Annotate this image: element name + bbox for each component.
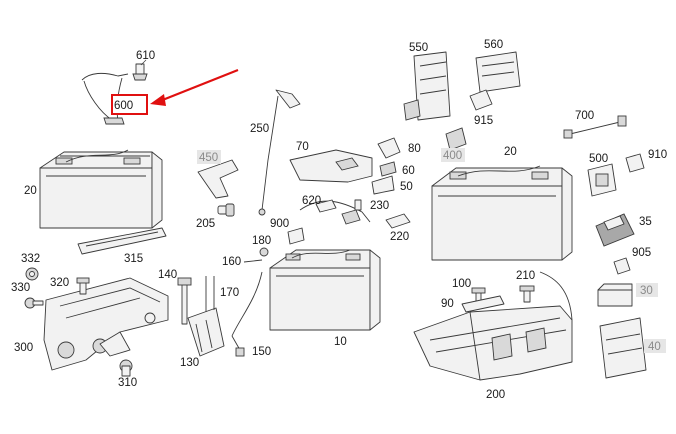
bolt-210[interactable] — [519, 285, 535, 303]
cover-70[interactable] — [289, 149, 373, 183]
plug-180[interactable] — [259, 247, 269, 257]
label-905[interactable]: 905 — [632, 247, 651, 259]
connector-400[interactable] — [445, 127, 467, 151]
label-30-bg — [636, 283, 658, 297]
label-150[interactable]: 150 — [252, 346, 271, 358]
label-560[interactable]: 560 — [484, 39, 503, 51]
label-700[interactable]: 700 — [575, 110, 594, 122]
label-130[interactable]: 130 — [180, 357, 199, 369]
label-332[interactable]: 332 — [21, 253, 40, 265]
fuse-905[interactable] — [613, 257, 631, 275]
insulation-35[interactable] — [595, 213, 635, 247]
label-205[interactable]: 205 — [196, 218, 215, 230]
strap-90[interactable] — [461, 295, 505, 313]
screw-320[interactable] — [76, 277, 90, 295]
label-20-left[interactable]: 20 — [24, 185, 37, 197]
bracket-450[interactable] — [197, 159, 239, 199]
control-unit-40[interactable] — [599, 317, 647, 379]
label-620[interactable]: 620 — [302, 195, 321, 207]
battery-10[interactable] — [269, 249, 381, 331]
module-550[interactable] — [403, 51, 451, 121]
harness-620[interactable] — [299, 199, 371, 225]
bracket-130[interactable] — [187, 276, 225, 357]
label-40-bg — [644, 339, 666, 353]
label-210[interactable]: 210 — [516, 270, 535, 282]
bushing-205[interactable] — [217, 203, 235, 217]
label-40[interactable]: 40 — [648, 341, 661, 353]
label-160[interactable]: 160 — [222, 256, 241, 268]
label-315[interactable]: 315 — [124, 253, 143, 265]
label-500[interactable]: 500 — [589, 153, 608, 165]
nut-332[interactable] — [25, 267, 39, 281]
tray-315[interactable] — [77, 227, 167, 255]
hose-160[interactable] — [243, 259, 263, 263]
label-10[interactable]: 10 — [334, 336, 347, 348]
label-140[interactable]: 140 — [158, 269, 177, 281]
clip-310[interactable] — [119, 359, 133, 377]
connector-900[interactable] — [287, 227, 305, 245]
label-600[interactable]: 600 — [114, 100, 133, 112]
label-320[interactable]: 320 — [50, 277, 69, 289]
aux-battery-30[interactable] — [597, 283, 633, 307]
label-550[interactable]: 550 — [409, 42, 428, 54]
clamp-60[interactable] — [379, 161, 397, 177]
label-20-right[interactable]: 20 — [504, 146, 517, 158]
hose-170[interactable] — [231, 271, 263, 351]
battery-20-left[interactable] — [39, 149, 163, 229]
label-610[interactable]: 610 — [136, 50, 155, 62]
label-450-bg — [197, 150, 221, 164]
label-220[interactable]: 220 — [390, 231, 409, 243]
label-400[interactable]: 400 — [443, 150, 462, 162]
label-30[interactable]: 30 — [640, 285, 653, 297]
label-330[interactable]: 330 — [11, 282, 30, 294]
cap-80[interactable] — [377, 137, 401, 159]
label-70[interactable]: 70 — [296, 141, 309, 153]
label-450[interactable]: 450 — [199, 152, 218, 164]
bracket-220[interactable] — [385, 213, 411, 229]
bolt-140[interactable] — [177, 277, 192, 325]
label-300[interactable]: 300 — [14, 342, 33, 354]
label-310[interactable]: 310 — [118, 377, 137, 389]
plug-910[interactable] — [625, 153, 645, 173]
ground-strap-250[interactable] — [258, 89, 301, 216]
label-35[interactable]: 35 — [639, 216, 652, 228]
battery-20-right[interactable] — [431, 165, 573, 261]
sensor-500[interactable] — [587, 163, 617, 197]
label-910[interactable]: 910 — [648, 149, 667, 161]
battery-holder-300[interactable] — [43, 277, 169, 371]
battery-carrier-200[interactable] — [413, 271, 573, 381]
label-100[interactable]: 100 — [452, 278, 471, 290]
part-labels: 600 610 20 315 332 320 330 300 310 450 2… — [11, 39, 667, 401]
label-900[interactable]: 900 — [270, 218, 289, 230]
label-80[interactable]: 80 — [408, 143, 421, 155]
label-200[interactable]: 200 — [486, 389, 505, 401]
highlight-box-600 — [111, 94, 148, 115]
highlight-callout — [111, 68, 239, 115]
cable-700[interactable] — [563, 115, 627, 139]
label-90[interactable]: 90 — [441, 298, 454, 310]
bolt-330[interactable] — [24, 297, 44, 309]
label-230[interactable]: 230 — [370, 200, 389, 212]
bolt-230[interactable] — [354, 199, 362, 211]
connector-915[interactable] — [469, 89, 493, 111]
label-50[interactable]: 50 — [400, 181, 413, 193]
label-180[interactable]: 180 — [252, 235, 271, 247]
bolt-610[interactable] — [132, 63, 148, 81]
label-400-bg — [441, 148, 465, 162]
hose-150[interactable] — [235, 347, 245, 357]
label-250[interactable]: 250 — [250, 123, 269, 135]
label-170[interactable]: 170 — [220, 287, 239, 299]
terminal-50[interactable] — [371, 175, 395, 195]
module-560[interactable] — [475, 51, 521, 93]
label-60[interactable]: 60 — [402, 165, 415, 177]
label-915[interactable]: 915 — [474, 115, 493, 127]
